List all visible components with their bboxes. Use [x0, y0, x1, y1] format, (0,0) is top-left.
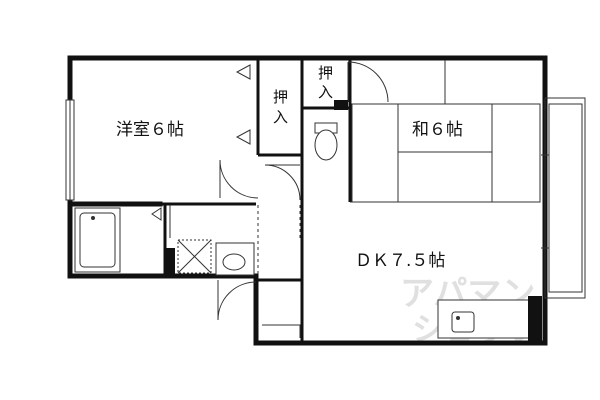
dk-label: ＤＫ７.５帖	[355, 251, 445, 271]
door-entrance	[217, 280, 257, 321]
closet-1-char-1: 押	[273, 88, 288, 106]
doors	[169, 61, 389, 338]
window-west	[65, 99, 75, 201]
door-toilet	[347, 61, 389, 103]
door-closet	[264, 164, 301, 201]
balcony	[541, 97, 586, 299]
closet-1-char-2: 入	[273, 108, 288, 126]
kitchen-column	[528, 296, 542, 342]
western-room-label: 洋室６帖	[116, 120, 184, 140]
tatami-grid	[351, 60, 541, 203]
washroom-fixtures	[177, 239, 255, 276]
closet-2-char-1: 押	[318, 64, 333, 82]
passage-dashes	[257, 205, 301, 275]
toilet-column	[334, 100, 348, 110]
door-western	[219, 159, 259, 199]
japanese-room-label: 和６帖	[412, 120, 463, 140]
entrance-step	[262, 324, 301, 338]
shelf-marks	[151, 64, 251, 221]
closet-2-char-2: 入	[318, 83, 333, 101]
pipe-shaft	[165, 248, 175, 276]
kitchen-counter	[437, 299, 542, 339]
bathtub	[74, 207, 121, 273]
toilet	[314, 122, 338, 161]
